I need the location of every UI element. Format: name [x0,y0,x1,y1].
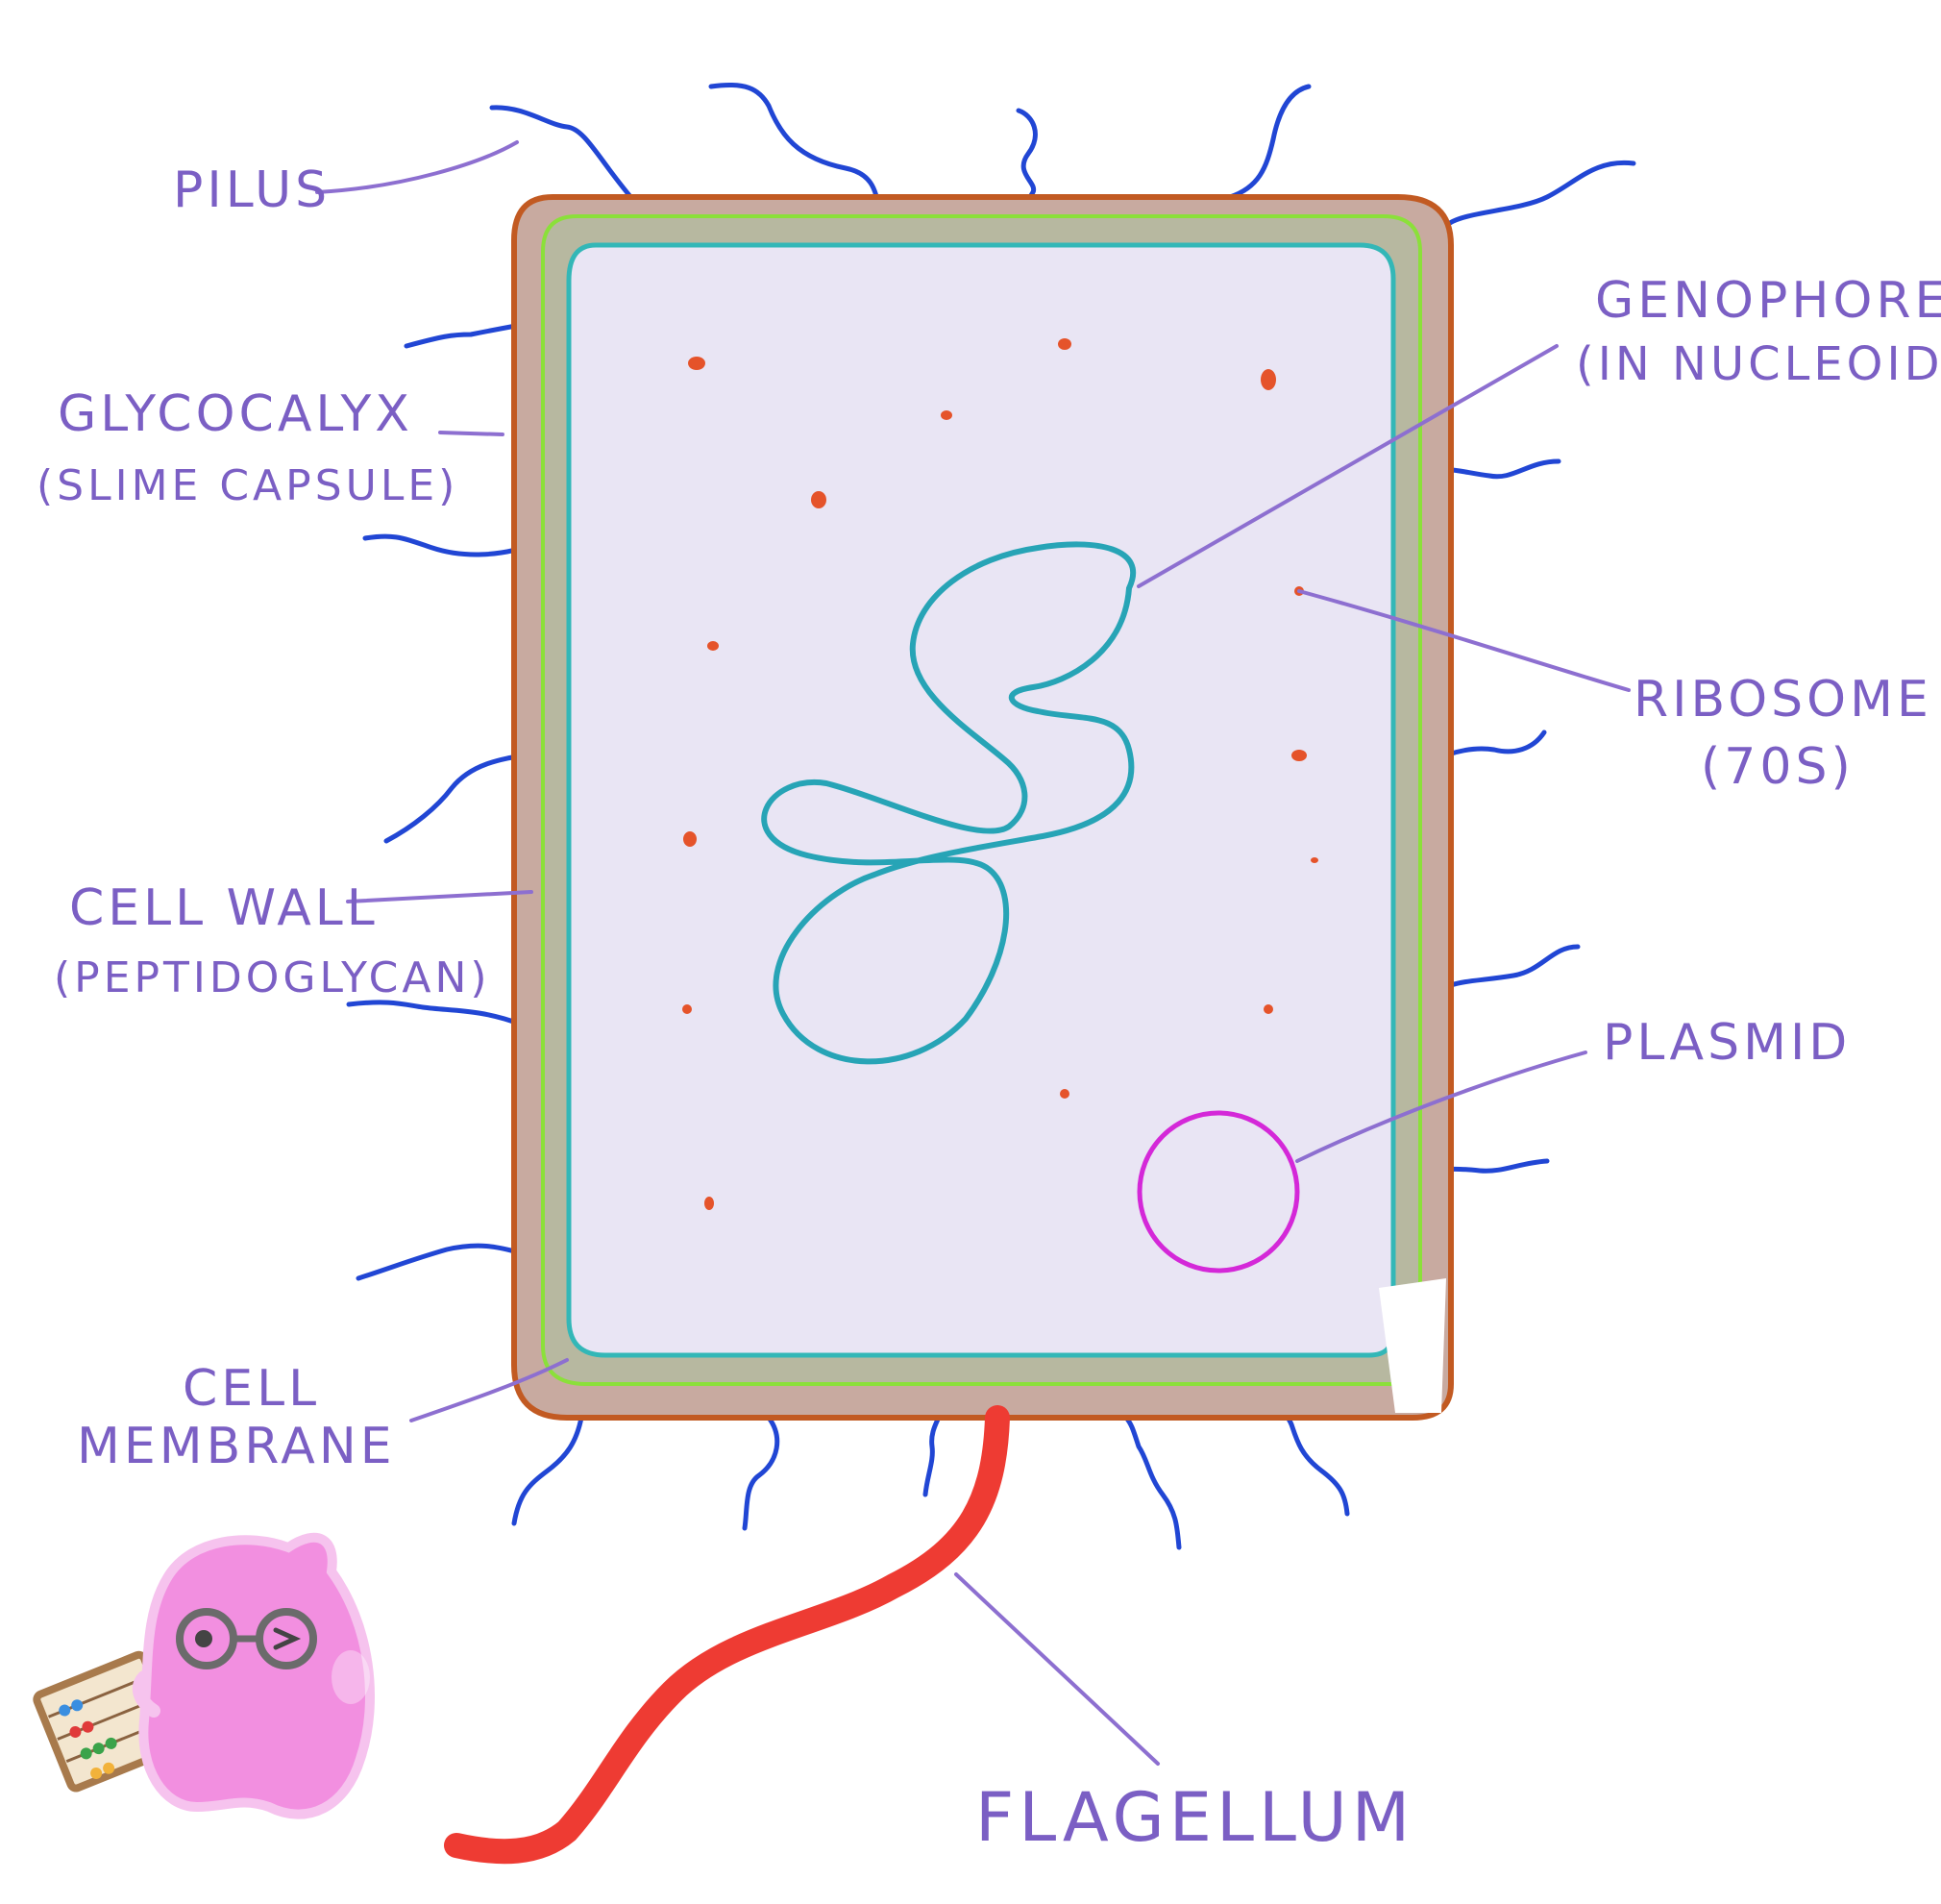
pilus-18 [1123,1415,1182,1550]
label-genophore: GENOPHORE [1595,272,1941,330]
flagellum [444,1405,1010,1865]
label-flagellum: FLAGELLUM [975,1778,1414,1857]
ribosome-3 [1261,369,1276,390]
pilus-14 [356,1243,522,1281]
cell-mascot-with-glasses-and-abacus-icon [33,1532,375,1819]
pilus-19 [1283,1412,1350,1517]
ribosome-leader [1297,589,1631,692]
ribosome-12 [1264,1004,1273,1014]
pilus-16 [742,1415,780,1531]
pilus-1 [489,105,642,210]
ribosome-2 [1058,338,1071,350]
cell-body [511,194,1454,1421]
ribosome-4 [941,410,952,420]
pilus-15 [511,1415,584,1526]
cell-wall-leader [346,890,533,903]
ribosome-14 [704,1197,714,1210]
pilus-17 [922,1412,943,1497]
label-ribosome-sub: (70S) [1701,738,1855,796]
label-glycocalyx-sub: (SLIME CAPSULE) [37,461,458,510]
label-genophore-sub: (IN NUCLEOID) [1576,337,1941,391]
labels: PILUS GLYCOCALYX (SLIME CAPSULE) CELL WA… [37,161,1941,1857]
plasmid-leader [1295,1051,1587,1163]
ribosome-8 [1291,750,1307,761]
pilus-12 [346,1000,522,1026]
label-cell-wall-sub: (PEPTIDOGLYCAN) [54,953,491,1002]
pilus-10 [383,752,531,844]
glycocalyx-leader [438,431,504,436]
label-cell-wall: CELL WALL [69,879,379,937]
flagellum-leader [954,1572,1160,1766]
cell-membrane-leader [409,1358,569,1422]
plasmid [1137,1110,1300,1273]
ribosome-9 [683,831,697,847]
ribosome-10 [1311,857,1318,863]
wall-notch [1379,1278,1446,1413]
ribosomes [682,338,1318,1210]
ribosome-13 [1060,1089,1069,1099]
pilus-leader [315,140,519,194]
genophore [761,541,1137,1065]
label-cell-membrane-sub: MEMBRANE [77,1418,396,1475]
label-ribosome: RIBOSOME [1634,671,1932,729]
leader-lines [315,140,1631,1766]
label-plasmid: PLASMID [1603,1014,1851,1072]
genophore-leader [1137,344,1559,588]
label-pilus: PILUS [173,161,331,219]
pilus-2 [708,82,882,214]
ribosome-1 [688,357,705,370]
label-cell-membrane: CELL [183,1360,320,1418]
ribosome-11 [682,1004,692,1014]
ribosome-5 [811,491,826,508]
ribosome-6 [707,641,719,651]
pilus-8 [362,533,541,557]
label-glycocalyx: GLYCOCALYX [58,385,413,443]
cell-membrane-layer [566,242,1396,1358]
